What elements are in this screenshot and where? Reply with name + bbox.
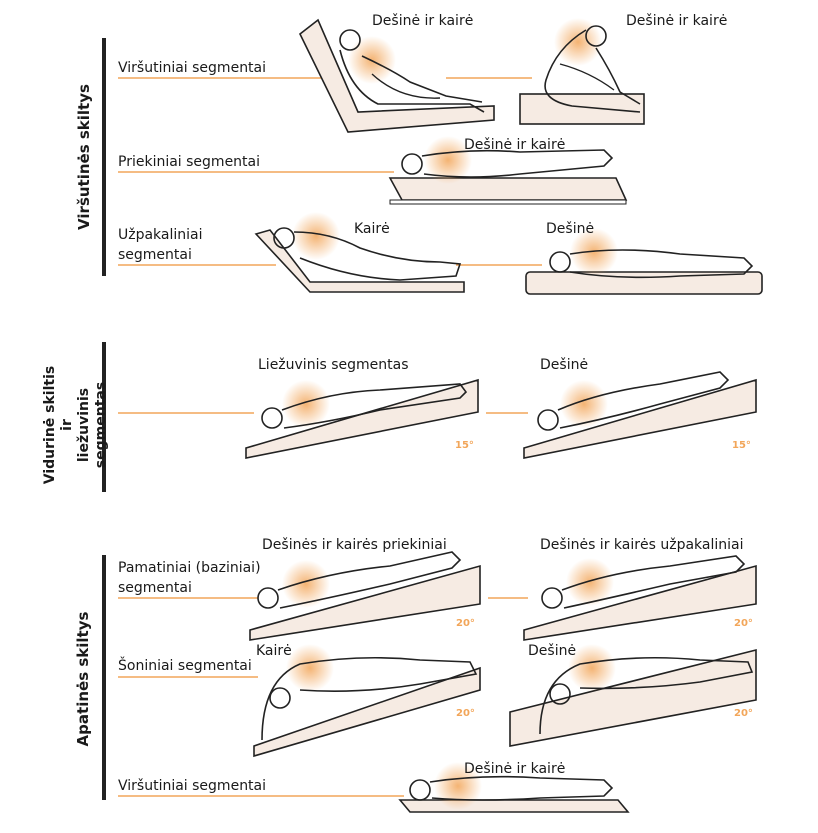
angle-20-posterior: 20° [734, 618, 753, 629]
label-lower-apical-segments: Viršutiniai segmentai [118, 776, 266, 796]
label-lower-lateral-segments: Šoniniai segmentai [118, 656, 252, 676]
caption-left-2: Kairė [256, 642, 292, 660]
label-lower-basal-segments: Pamatiniai (baziniai) segmentai [118, 558, 261, 598]
caption-right-2: Dešinė [540, 356, 588, 374]
label-upper-apical-segments: Viršutiniai segmentai [118, 58, 266, 78]
caption-right-and-left-2: Dešinė ir kairė [626, 12, 727, 30]
caption-anterior-basal: Dešinės ir kairės priekiniai [262, 536, 447, 554]
caption-right-and-left-3: Dešinė ir kairė [464, 136, 565, 154]
label-upper-anterior-segments: Priekiniai segmentai [118, 152, 260, 172]
group-label-middle-lobe: Vidurinė skiltis ir liežuvinis segmentas [42, 358, 110, 492]
caption-left-1: Kairė [354, 220, 390, 238]
angle-20-lateral-left: 20° [456, 708, 475, 719]
angle-15-lingula: 15° [455, 440, 474, 451]
group-label-upper-lobes: Viršutinės skiltys [75, 73, 93, 241]
label-upper-posterior-segments: Užpakaliniai segmentai [118, 225, 203, 265]
figure-lower-lateral-left [254, 644, 480, 756]
caption-posterior-basal: Dešinės ir kairės užpakaliniai [540, 536, 744, 554]
caption-right-and-left-4: Dešinė ir kairė [464, 760, 565, 778]
angle-15-right: 15° [732, 440, 751, 451]
figure-lower-basal-posterior [524, 556, 756, 640]
angle-20-anterior: 20° [456, 618, 475, 629]
caption-lingula-segment: Liežuvinis segmentas [258, 356, 409, 374]
figure-middle-lingula [246, 380, 478, 458]
group-label-lower-lobes: Apatinės skiltys [74, 604, 92, 754]
figure-upper-apical-forward [520, 18, 644, 124]
figure-middle-right [524, 372, 756, 458]
caption-right-3: Dešinė [528, 642, 576, 660]
figure-upper-apical-recline [300, 20, 494, 132]
caption-right-and-left-1: Dešinė ir kairė [372, 12, 473, 30]
caption-right-1: Dešinė [546, 220, 594, 238]
figure-lower-basal-anterior [250, 552, 480, 640]
angle-20-lateral-right: 20° [734, 708, 753, 719]
